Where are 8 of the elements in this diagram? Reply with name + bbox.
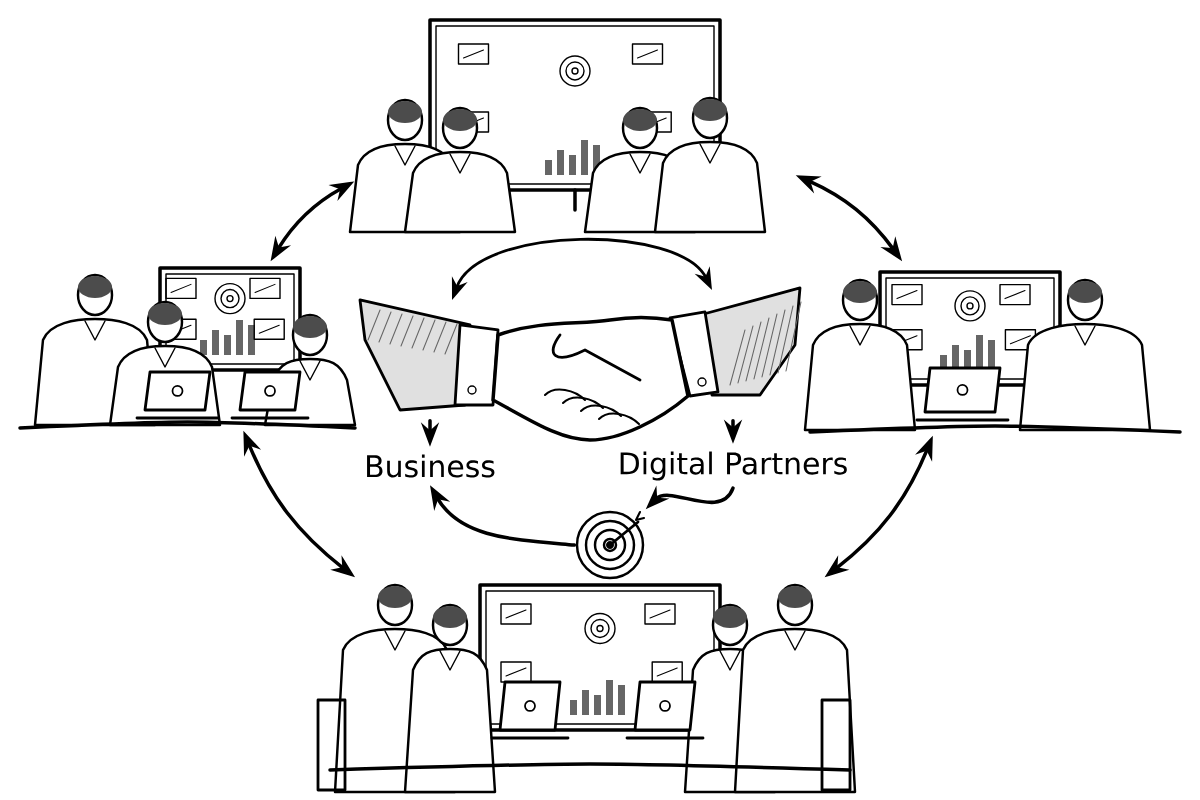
- target-drawing: [575, 510, 646, 580]
- node-label: Business: [367, 454, 495, 478]
- meeting-scene-drawing: [803, 270, 1182, 434]
- node-label: Digital Partners: [620, 451, 847, 481]
- meeting-scene-drawing: [316, 583, 857, 794]
- meeting-scene-drawing: [18, 266, 357, 430]
- handshake-drawing: [358, 237, 802, 442]
- meeting-scene-drawing: [348, 18, 767, 234]
